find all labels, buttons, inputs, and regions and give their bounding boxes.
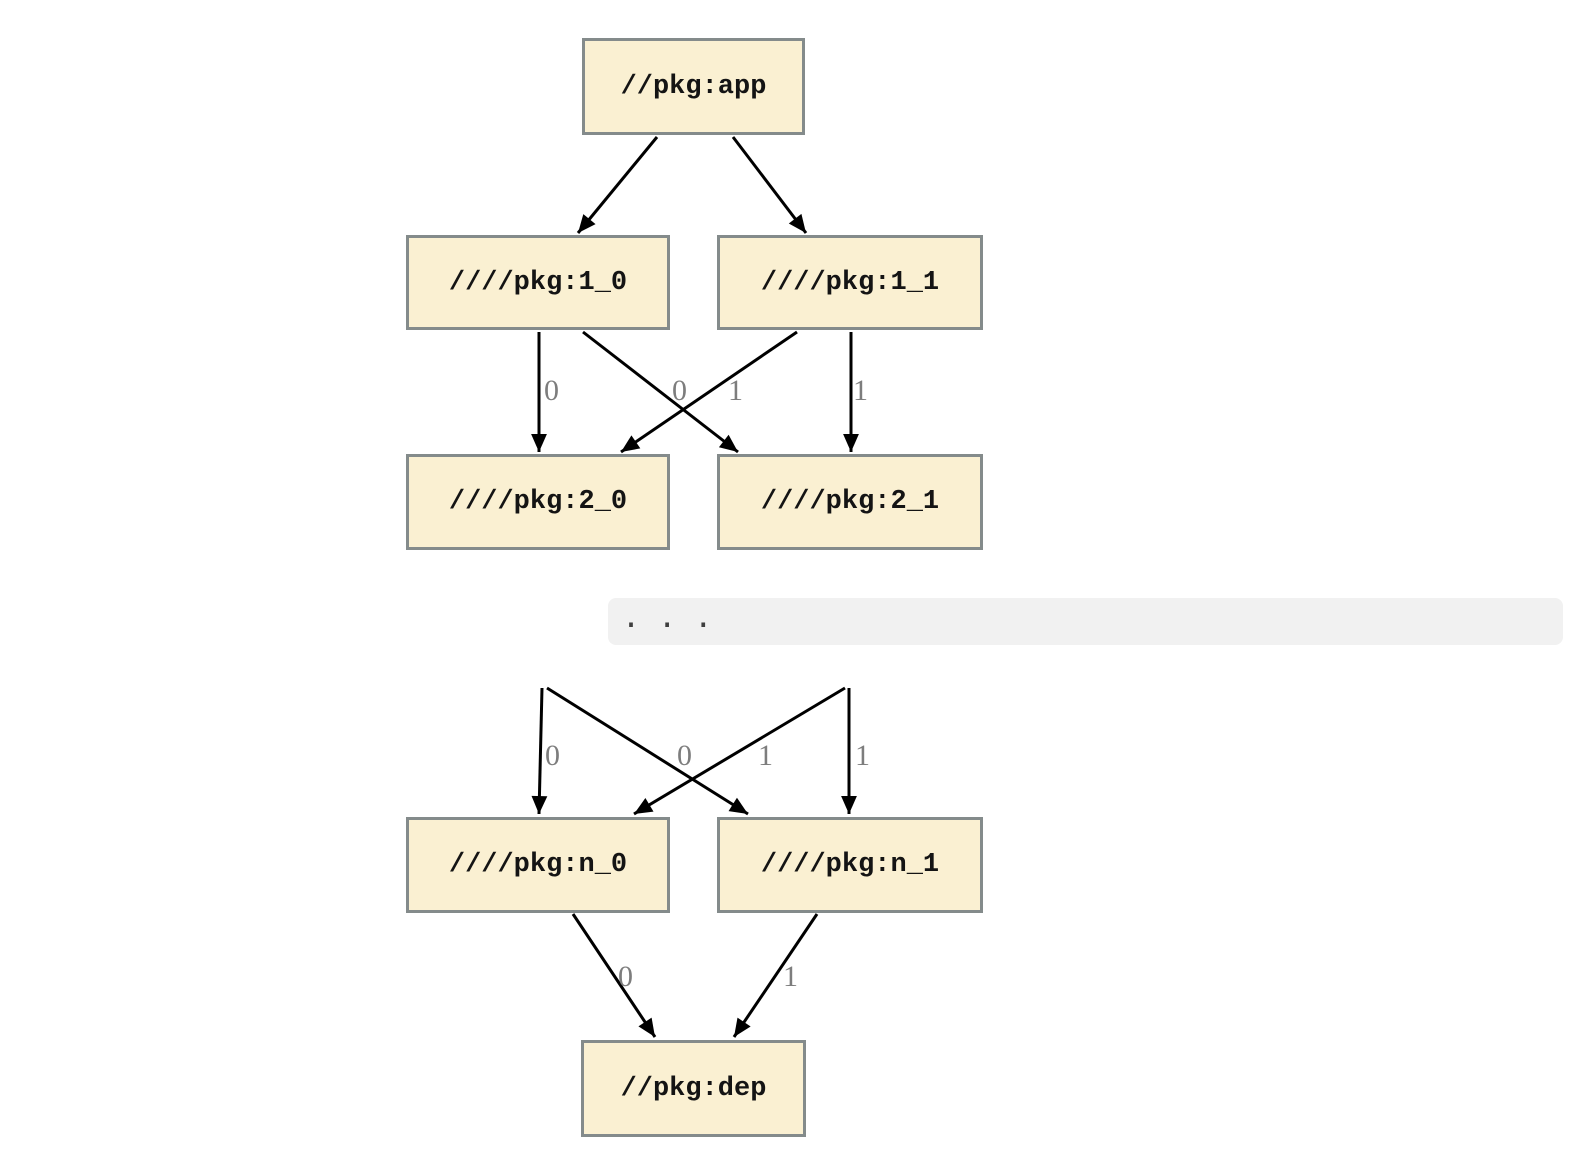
node-pkg-n_0-label: ////pkg:n_0 bbox=[448, 850, 628, 880]
edge-label-1_0-2_1: 1 bbox=[728, 374, 743, 407]
ellipsis-text: . . . bbox=[622, 599, 713, 635]
node-pkg-dep-label: //pkg:dep bbox=[620, 1073, 767, 1104]
edge-label-n_1-cross: 1 bbox=[758, 739, 773, 772]
edge-ellipsis-to-n_0 bbox=[531, 687, 548, 815]
node-pkg-1_0: ////pkg:1_0 bbox=[406, 235, 670, 330]
edge-ellipsis-to-n_1-cross bbox=[546, 686, 749, 816]
edge-1_1-to-2_0 bbox=[620, 330, 798, 454]
node-pkg-app: //pkg:app bbox=[582, 38, 805, 135]
ellipsis-band: . . . bbox=[608, 598, 1563, 645]
node-pkg-2_1: ////pkg:2_1 bbox=[717, 454, 983, 550]
node-pkg-2_1-label: ////pkg:2_1 bbox=[760, 487, 940, 517]
edge-ellipsis-to-n_0-cross bbox=[633, 686, 846, 816]
node-pkg-2_0-label: ////pkg:2_0 bbox=[448, 487, 628, 517]
edge-app-to-1_0 bbox=[576, 136, 659, 234]
node-pkg-1_0-label: ////pkg:1_0 bbox=[448, 267, 628, 298]
edge-label-n_1-dep: 1 bbox=[783, 960, 798, 993]
edge-n_1-to-dep bbox=[732, 913, 819, 1038]
edge-label-n_1-right: 1 bbox=[855, 739, 870, 772]
edge-n_0-to-dep bbox=[571, 913, 657, 1038]
node-pkg-1_1-label: ////pkg:1_1 bbox=[760, 267, 940, 298]
node-pkg-2_0: ////pkg:2_0 bbox=[406, 454, 670, 550]
edge-label-n_0-left: 0 bbox=[545, 739, 560, 772]
node-pkg-n_1-label: ////pkg:n_1 bbox=[760, 850, 940, 880]
node-pkg-n_0: ////pkg:n_0 bbox=[406, 817, 670, 913]
edge-label-n_0-dep: 0 bbox=[618, 960, 633, 993]
edge-label-1_1-2_1: 1 bbox=[853, 374, 868, 407]
node-pkg-1_1: ////pkg:1_1 bbox=[717, 235, 983, 330]
edge-label-n_0-cross: 0 bbox=[677, 739, 692, 772]
node-pkg-n_1: ////pkg:n_1 bbox=[717, 817, 983, 913]
edge-app-to-1_1 bbox=[731, 136, 808, 234]
node-pkg-dep: //pkg:dep bbox=[581, 1040, 806, 1137]
edge-1_0-to-2_1 bbox=[582, 330, 739, 454]
edge-label-1_1-2_0: 0 bbox=[672, 374, 687, 407]
edge-label-1_0-2_0: 0 bbox=[544, 374, 559, 407]
node-pkg-app-label: //pkg:app bbox=[620, 71, 767, 102]
